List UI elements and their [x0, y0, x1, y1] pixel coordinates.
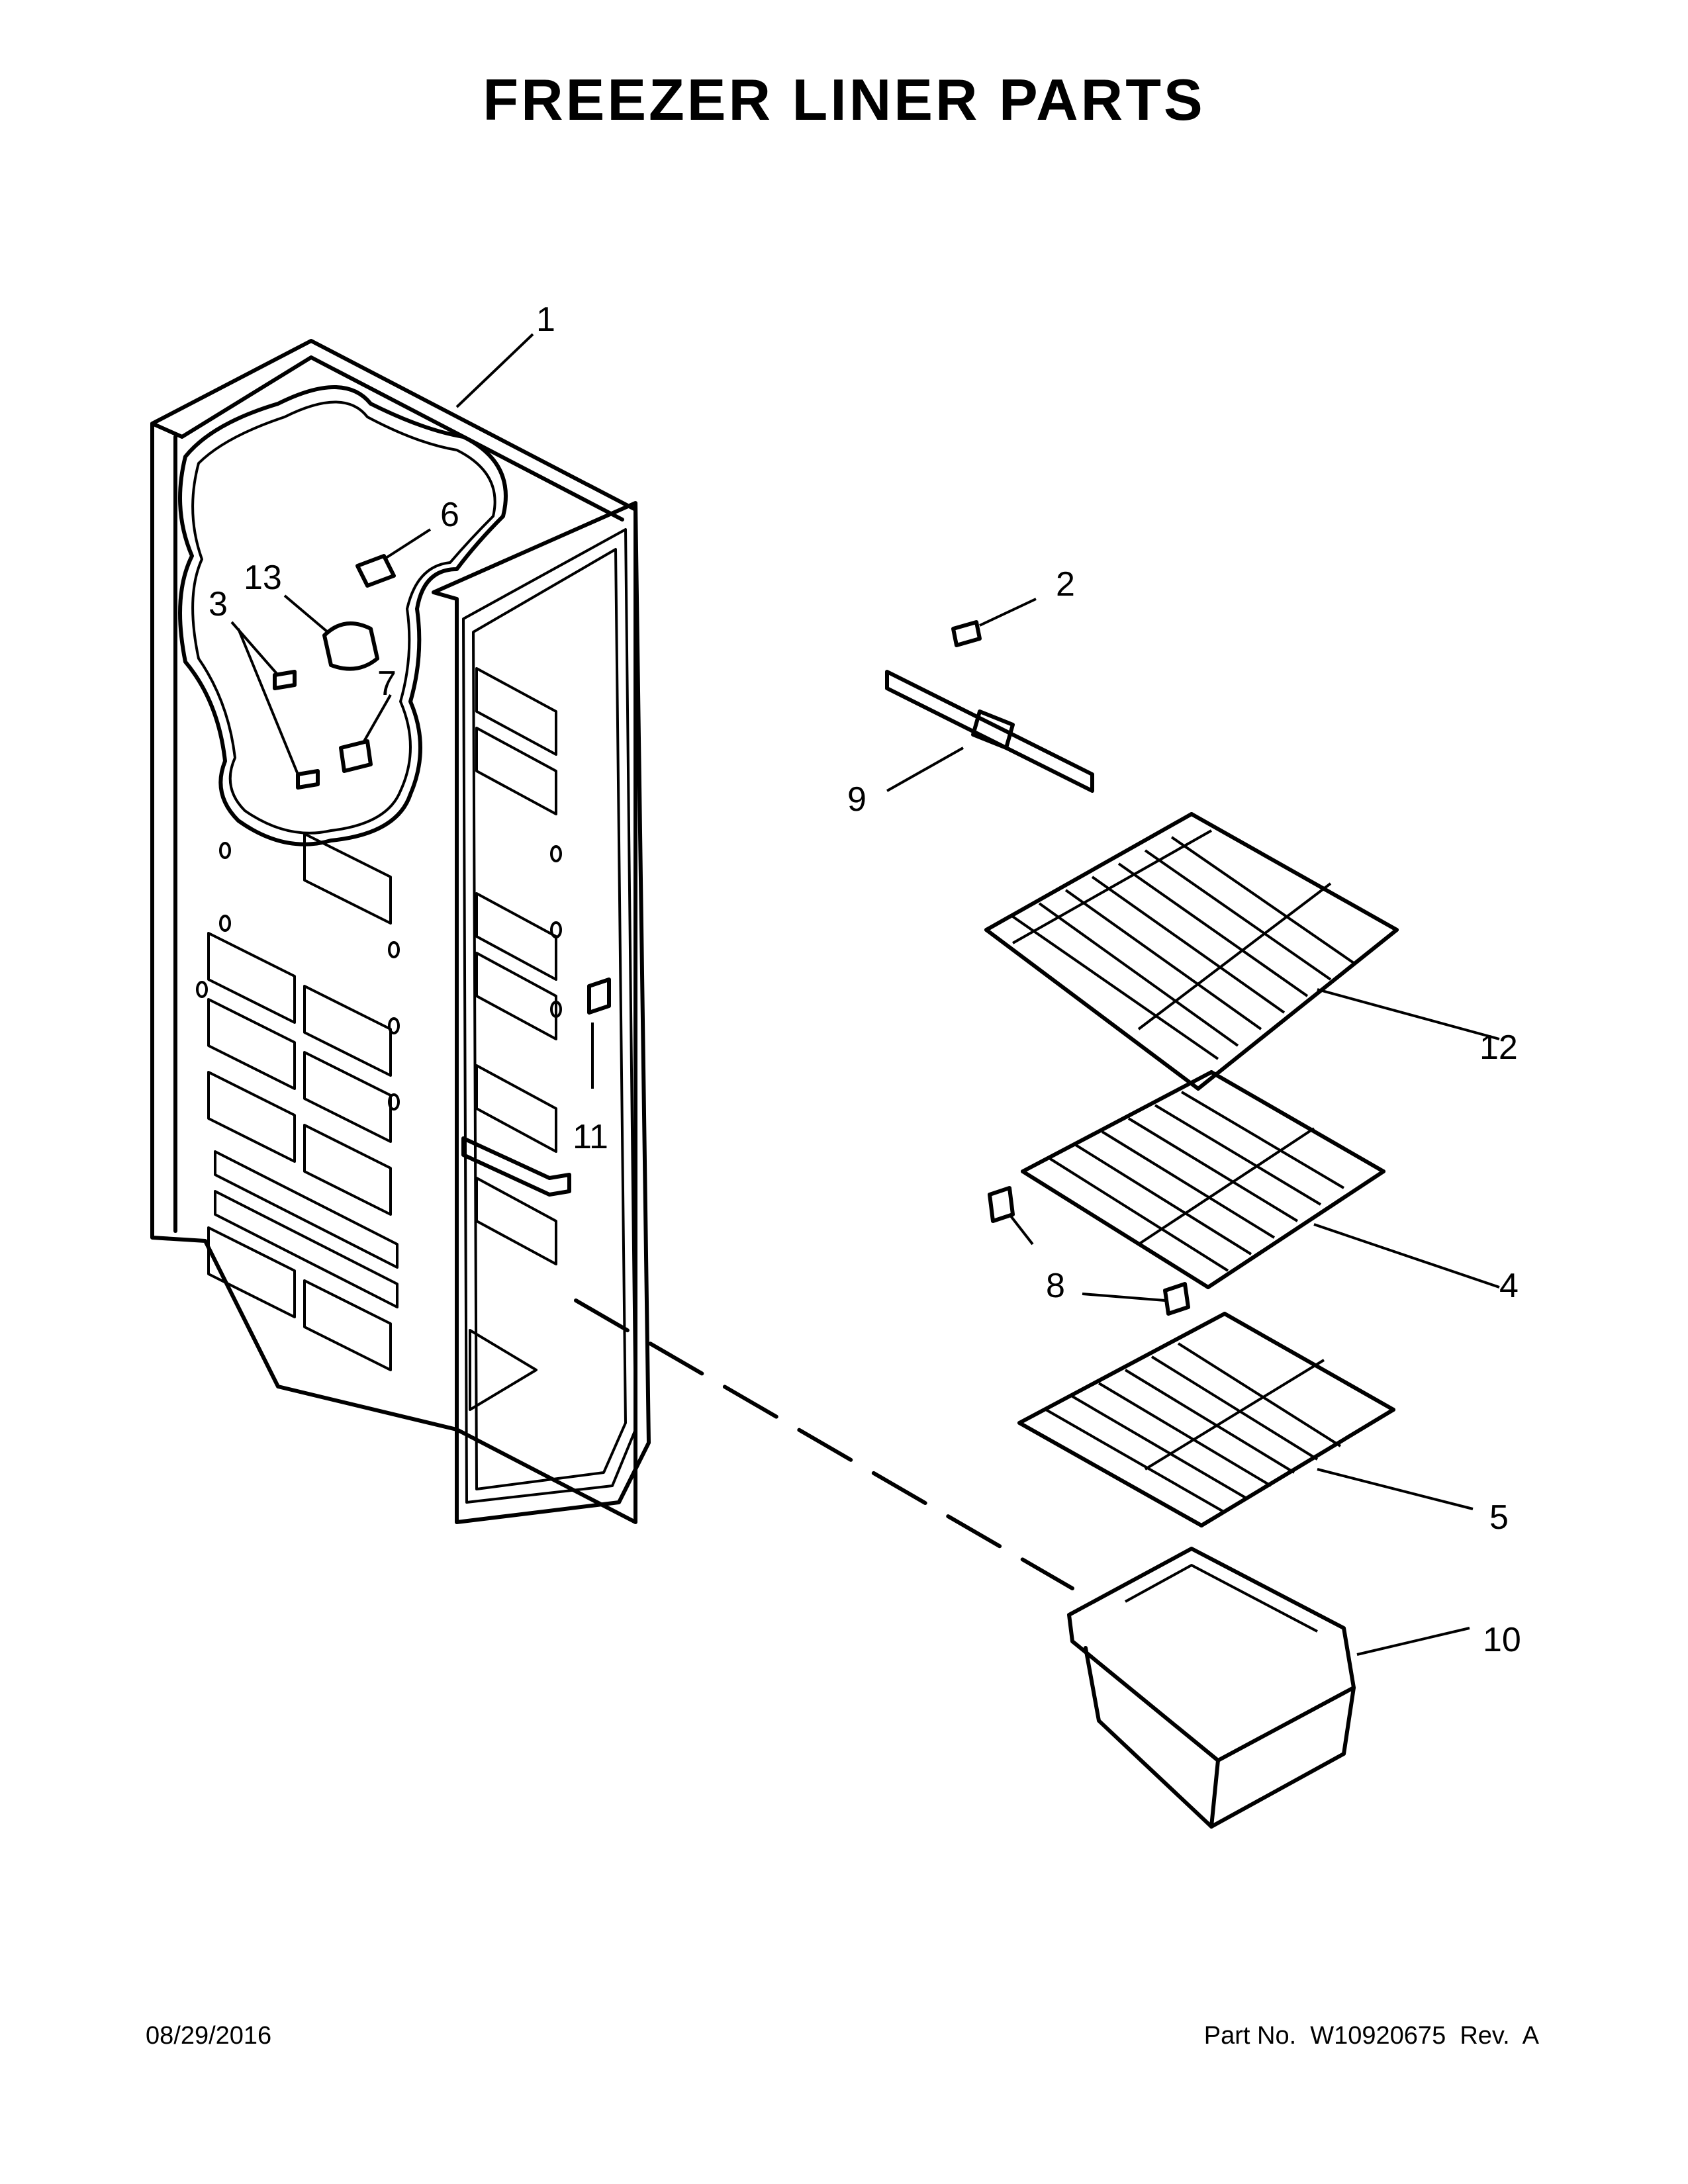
back-wall-parts	[273, 554, 611, 1015]
callout-labels: 1 2 3 4 5 6 7 8 9 10 11 12 13	[209, 300, 1521, 1659]
part-7-bracket	[339, 739, 373, 773]
liner-holes	[196, 842, 562, 1111]
callout-4: 4	[1499, 1267, 1519, 1305]
callout-12: 12	[1479, 1028, 1518, 1067]
part-10-bin	[1067, 1547, 1356, 1829]
part-13-housing	[322, 621, 379, 671]
liner-side-slots	[207, 833, 399, 1371]
part-3-screw-upper	[273, 670, 297, 690]
callout-5: 5	[1489, 1498, 1509, 1537]
callout-6: 6	[440, 496, 459, 534]
footer-date: 08/29/2016	[146, 2022, 272, 2050]
callout-9: 9	[847, 780, 867, 819]
leader-lines	[230, 333, 1500, 1656]
wire-shelf-5	[1017, 1312, 1395, 1527]
callout-7: 7	[377, 664, 397, 703]
callout-2: 2	[1056, 565, 1075, 604]
part-3-screw-lower	[296, 769, 320, 790]
callout-13: 13	[244, 559, 282, 597]
callout-1: 1	[536, 300, 555, 339]
part-8-pins	[988, 1186, 1190, 1316]
part-11-bracket	[587, 978, 611, 1015]
part-2-screw	[951, 620, 982, 647]
wire-shelf-4	[1021, 1070, 1385, 1289]
footer-part-number: Part No. W10920675 Rev. A	[1203, 2022, 1539, 2050]
wire-shelf-12	[984, 812, 1399, 1091]
liner-inner-slots	[475, 667, 557, 1265]
page-title: FREEZER LINER PARTS	[483, 67, 1205, 132]
part-9-shelf-bracket	[885, 620, 1094, 793]
callout-11: 11	[573, 1118, 608, 1156]
part-6-clip	[355, 554, 396, 588]
callout-3: 3	[209, 585, 228, 623]
freezer-liner-drawing	[150, 339, 651, 1524]
callout-10: 10	[1483, 1621, 1521, 1659]
assembly-dashed-line	[574, 1298, 1074, 1590]
callout-8: 8	[1046, 1267, 1065, 1305]
